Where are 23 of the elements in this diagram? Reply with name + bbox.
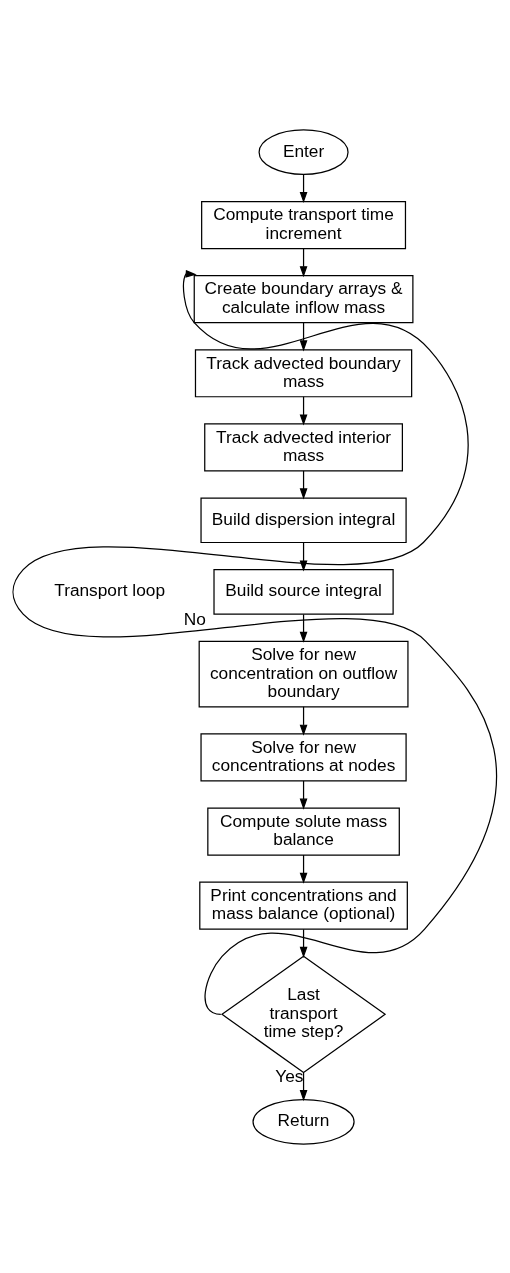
node-box: Track advected interior mass [204, 422, 403, 471]
arrow [299, 469, 308, 499]
arrow [299, 779, 308, 810]
node-box: Compute transport time increment [201, 200, 407, 249]
arrow [299, 321, 308, 351]
arrow [299, 853, 308, 884]
node-ellipse: Enter [258, 128, 349, 175]
node-box: Compute solute mass balance [207, 806, 400, 856]
arrow [12, 269, 497, 1015]
arrow [299, 247, 308, 277]
node-box: Solve for new concentrations at nodes [200, 732, 407, 781]
arrow [299, 395, 308, 426]
node-box: Create boundary arrays & calculate inflow mass [193, 274, 414, 323]
node-ellipse: Return [252, 1098, 355, 1145]
node-box: Solve for new concentration on outflow boundary [198, 640, 409, 707]
node-box: Print concentrations and mass balance (optional) [199, 881, 408, 930]
node-box: Track advected boundary mass [194, 348, 413, 397]
arrow [299, 541, 308, 572]
node-box: Build dispersion integral [200, 496, 407, 543]
edge-label: No [183, 608, 206, 629]
label: Transport loop [54, 579, 166, 600]
arrow [299, 705, 308, 736]
node-box: Build source integral [213, 568, 394, 615]
